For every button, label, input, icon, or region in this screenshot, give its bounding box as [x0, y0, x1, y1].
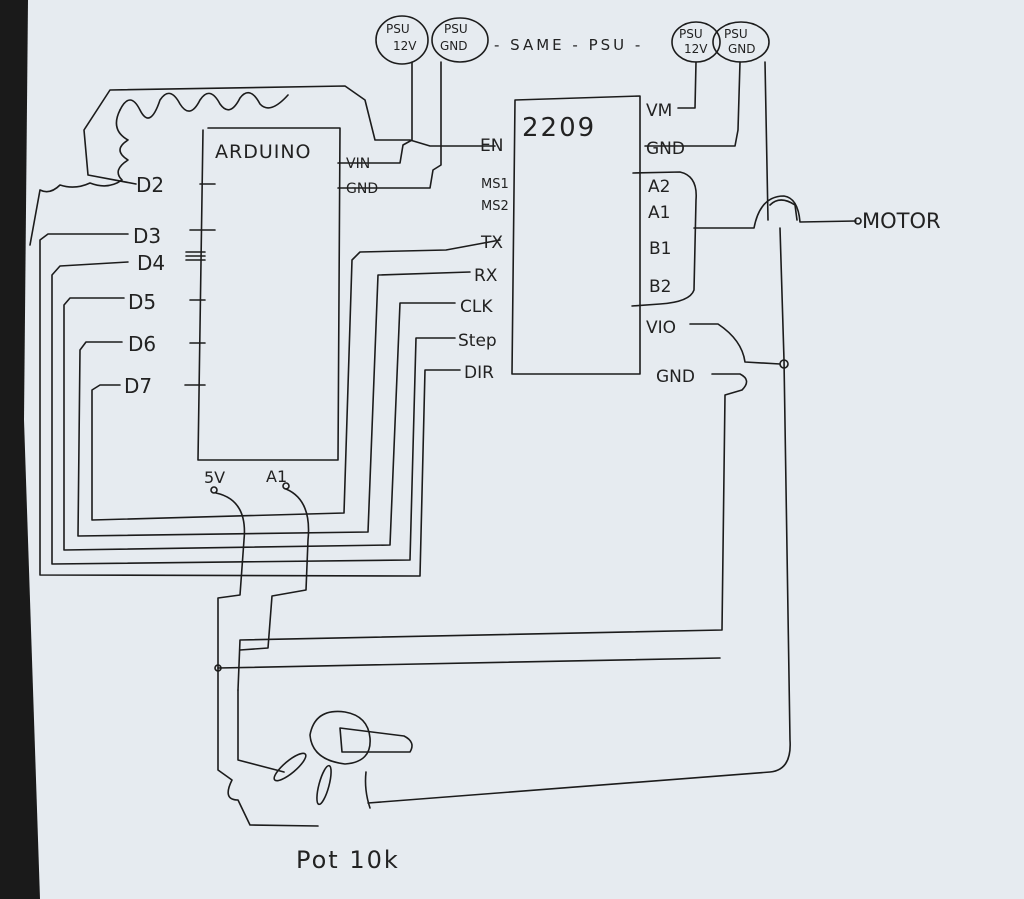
en-wire	[83, 85, 496, 185]
vio-gnd-wire	[237, 373, 748, 691]
5v-junction	[214, 664, 222, 672]
psu-gnd-right-label-1: PSU	[724, 27, 748, 41]
junction-wire	[217, 657, 721, 669]
vm-wire	[677, 61, 697, 109]
driver-pin-vm: VM	[646, 101, 672, 121]
vin-wire	[337, 61, 413, 164]
arduino-pin-d4: D4	[137, 251, 165, 275]
arduino-pin-gnd: GND	[346, 181, 378, 197]
driver-body	[511, 95, 641, 375]
psu-gnd-right-oval	[712, 21, 770, 63]
motor-label: MOTOR	[862, 209, 941, 233]
ground-junction	[779, 359, 789, 369]
step-wire	[51, 261, 456, 565]
arduino-left-ticks	[184, 183, 216, 386]
arduino-pin-d6: D6	[128, 332, 156, 356]
pot-pin-left	[273, 752, 307, 782]
arduino-body	[197, 127, 341, 461]
driver-pin-ms2: MS2	[481, 199, 509, 214]
driver-pin-a1: A1	[648, 203, 670, 223]
clk-wire	[63, 297, 456, 551]
arduino-gnd-wire	[337, 61, 442, 189]
psu-12v-left-label-1: PSU	[386, 22, 410, 36]
tx-wire	[91, 239, 501, 521]
dir-wire	[39, 233, 461, 577]
same-psu-label: - SAME - PSU -	[494, 36, 643, 54]
driver-pin-dir: DIR	[464, 363, 494, 383]
driver-pin-b1: B1	[649, 239, 671, 259]
pot-wiper-link	[237, 689, 285, 773]
arduino-pin-d2: D2	[136, 173, 164, 197]
5v-wire	[215, 492, 319, 827]
driver-pin-gnd-top: GND	[646, 139, 685, 159]
motor-terminal	[854, 217, 862, 225]
pot-label: Pot 10k	[296, 846, 400, 874]
psu-12v-left-label-2: 12V	[393, 39, 417, 53]
arduino-pin-5v: 5V	[204, 468, 225, 487]
a1-wire	[239, 488, 310, 651]
driver-gnd-wire	[644, 61, 741, 147]
driver-pin-b2: B2	[649, 277, 671, 297]
pot-knob	[339, 727, 413, 753]
psu-gnd-right-label-2: GND	[728, 42, 756, 56]
arduino-pin-d3: D3	[133, 224, 161, 248]
arduino-pin-a1: A1	[266, 467, 287, 486]
driver-pin-en: EN	[480, 136, 503, 156]
pot-pin-right	[364, 771, 371, 809]
psu-12v-right-label-1: PSU	[679, 27, 703, 41]
coil-bracket	[631, 171, 697, 307]
psu-12v-left-oval	[375, 15, 429, 65]
motor-wire	[693, 195, 857, 229]
pot-pin-mid	[316, 764, 332, 806]
rx-wire	[77, 271, 471, 537]
driver-pin-a2: A2	[648, 177, 670, 197]
driver-title: 2209	[522, 113, 596, 143]
driver-pin-ms1: MS1	[481, 177, 509, 192]
driver-pin-gnd-bottom: GND	[656, 367, 695, 387]
driver-pin-rx: RX	[474, 266, 498, 286]
arduino-pin-d5: D5	[128, 290, 156, 314]
driver-pin-vio: VIO	[646, 318, 676, 338]
arduino-pin-d7: D7	[124, 374, 152, 398]
driver-pin-clk: CLK	[460, 297, 493, 317]
arduino-pin-vin: VIN	[346, 156, 370, 172]
d2-twisted-wire	[119, 91, 289, 119]
driver-pin-step: Step	[458, 331, 497, 351]
pin-5v-dot	[210, 486, 218, 494]
d2-twisted-wire-2	[29, 109, 129, 246]
paper-sheet	[24, 0, 1024, 899]
pot-body	[309, 710, 371, 765]
arduino-title: ARDUINO	[215, 141, 312, 163]
vio-wire	[689, 323, 781, 365]
psu-12v-right-label-2: 12V	[684, 42, 708, 56]
driver-pin-tx: TX	[480, 233, 503, 253]
psu-gnd-left-label-2: GND	[440, 39, 468, 53]
psu-gnd-left-oval	[431, 17, 489, 63]
psu-gnd-left-label-1: PSU	[444, 22, 468, 36]
